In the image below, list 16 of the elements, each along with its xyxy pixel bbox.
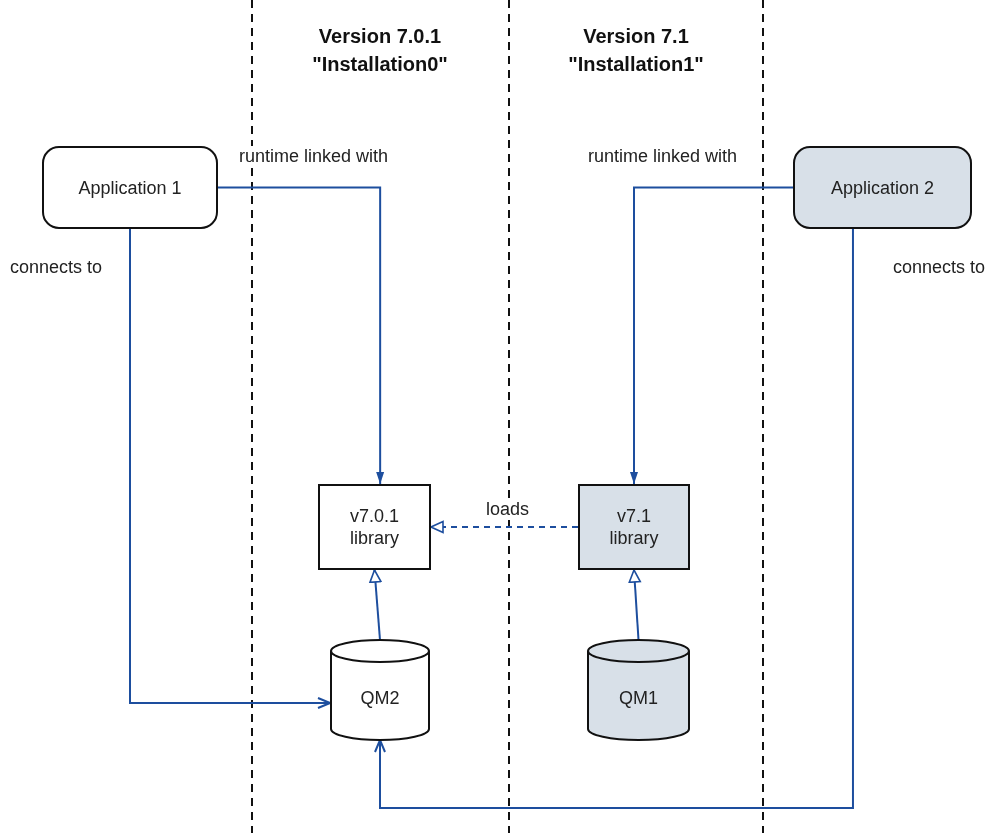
dashed-arrow (430, 520, 579, 534)
node-label: v7.0.1 library (348, 505, 400, 549)
queue-manager-name: QM1 (618, 687, 659, 709)
version-heading: Version 7.0.1 "Installation0" (311, 24, 449, 77)
arrow (374, 228, 854, 809)
queue-manager-name: QM2 (359, 687, 401, 709)
arrow (630, 186, 794, 485)
edge-label: loads (484, 499, 532, 520)
version-heading: Version 7.1 "Installation1" (567, 24, 705, 77)
arrow (628, 569, 642, 641)
node-label: v7.1 library (608, 505, 660, 549)
node-label: Application 1 (77, 176, 183, 199)
arrow (369, 569, 382, 641)
arrow (217, 186, 385, 485)
node-label: Application 2 (829, 176, 936, 199)
arrow (129, 228, 331, 709)
